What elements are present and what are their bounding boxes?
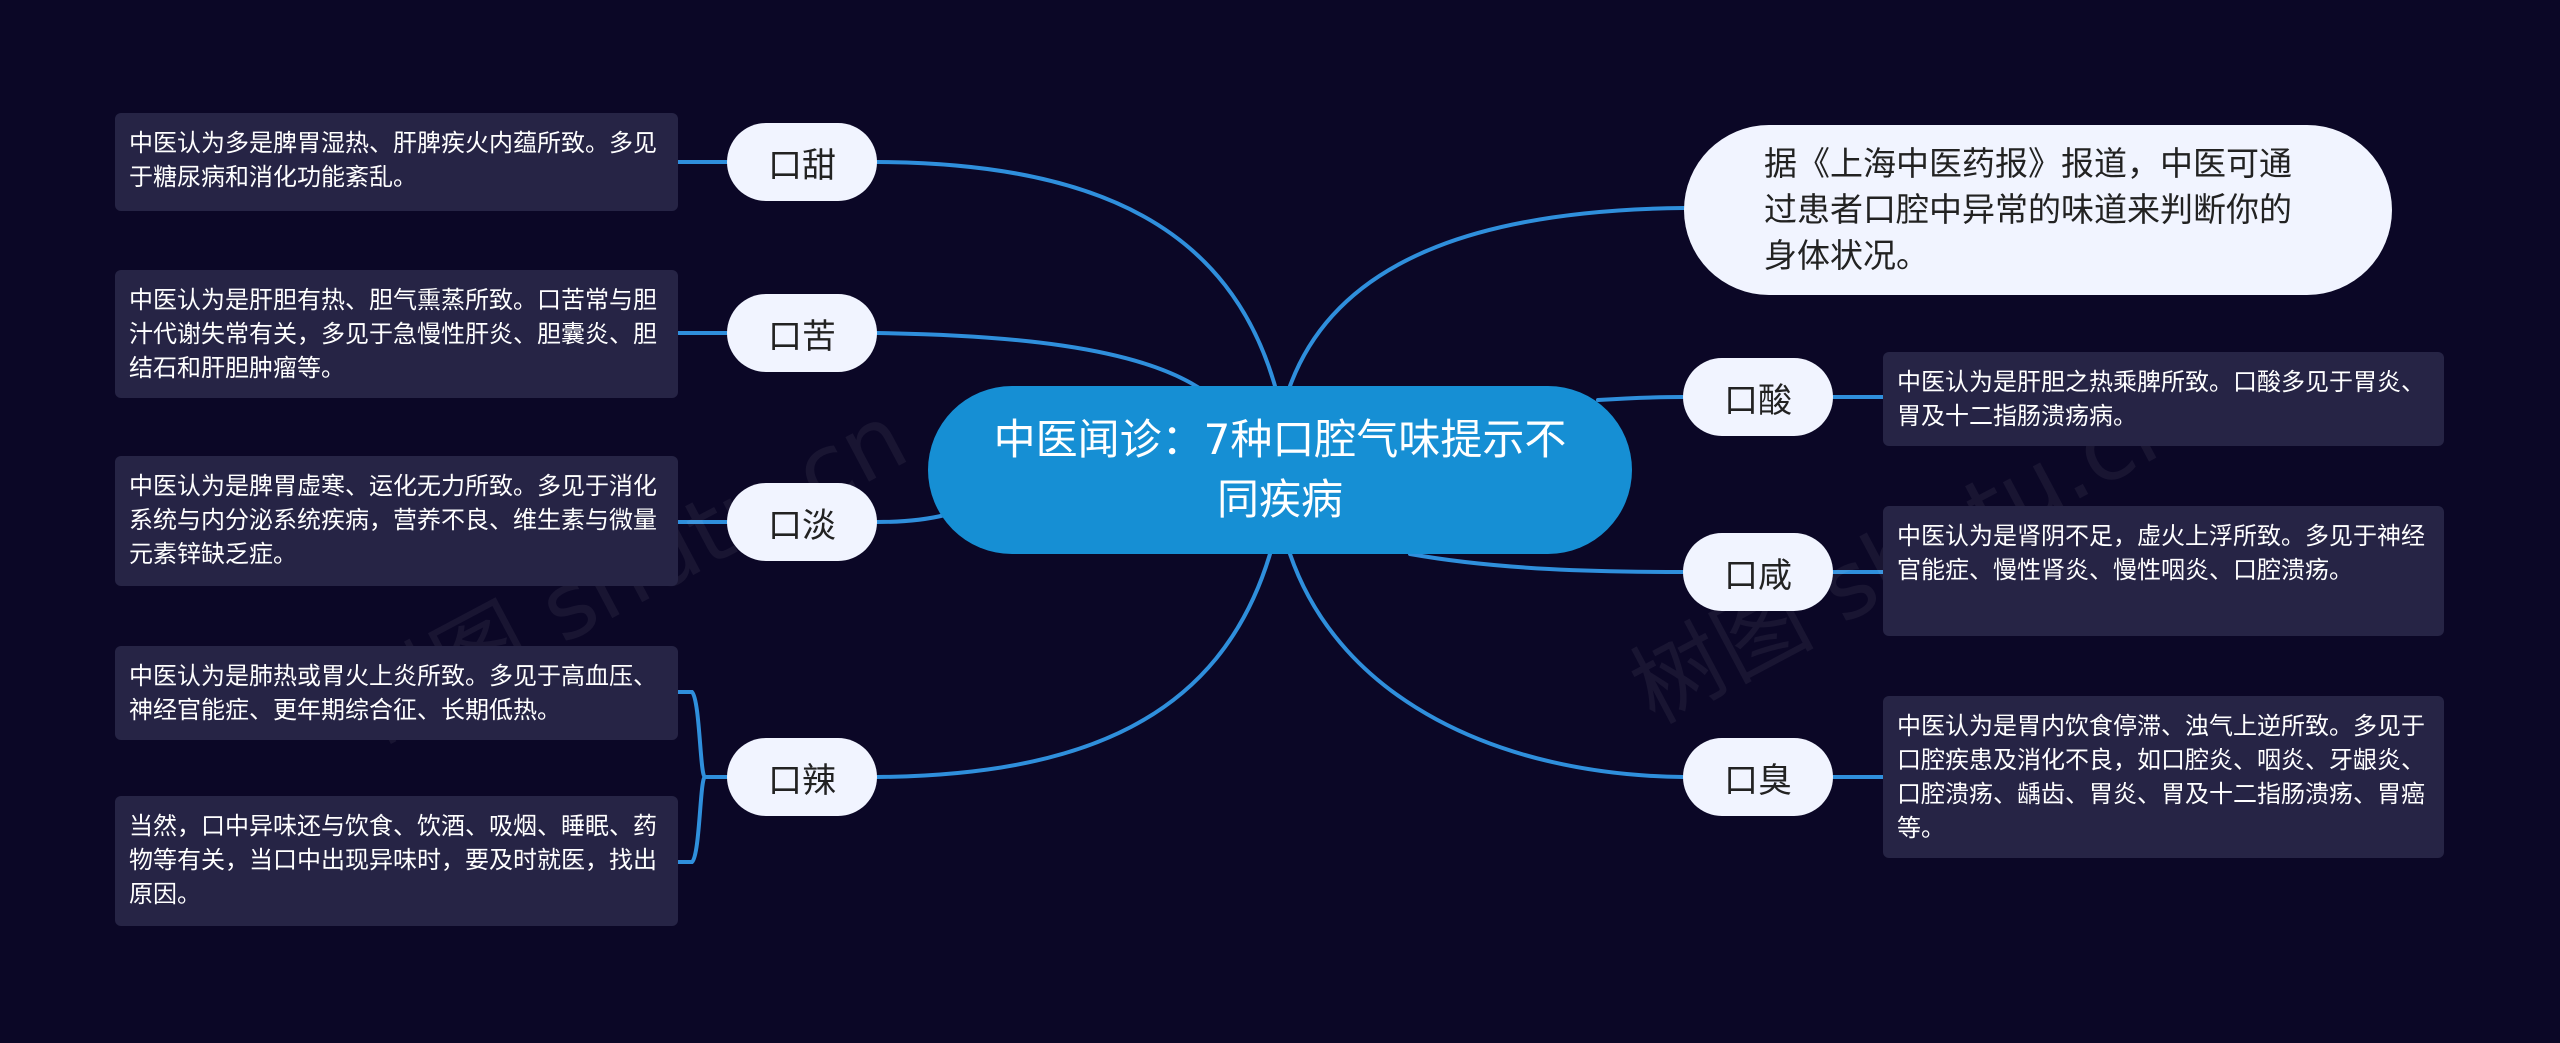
- leaf-kou-dan-note: 中医认为是脾胃虚寒、运化无力所致。多见于消化系统与内分泌系统疾病，营养不良、维生…: [115, 456, 678, 586]
- branch-kou-la[interactable]: 口辣: [727, 738, 877, 816]
- connector-kou-la-bracket: [676, 690, 729, 864]
- leaf-kou-la-note-1: 中医认为是肺热或胃火上炎所致。多见于高血压、神经官能症、更年期综合征、长期低热。: [115, 646, 678, 740]
- branch-kou-ku[interactable]: 口苦: [727, 294, 877, 372]
- branch-kou-dan[interactable]: 口淡: [727, 483, 877, 561]
- connector-center-to-kou-la: [875, 552, 1272, 779]
- leaf-kou-chou-note: 中医认为是胃内饮食停滞、浊气上逆所致。多见于口腔疾患及消化不良，如口腔炎、咽炎、…: [1883, 696, 2444, 858]
- branch-kou-xian[interactable]: 口咸: [1683, 533, 1833, 611]
- leaf-kou-suan-note: 中医认为是肝胆之热乘脾所致。口酸多见于胃炎、胃及十二指肠溃疡病。: [1883, 352, 2444, 446]
- connector-center-to-kou-suan: [1596, 395, 1685, 402]
- intro-note[interactable]: 据《上海中医药报》报道，中医可通过患者口腔中异常的味道来判断你的身体状况。: [1684, 125, 2392, 295]
- leaf-kou-la-note-2: 当然，口中异味还与饮食、饮酒、吸烟、睡眠、药物等有关，当口中出现异味时，要及时就…: [115, 796, 678, 926]
- connector-center-to-intro: [1288, 206, 1686, 388]
- branch-kou-suan[interactable]: 口酸: [1683, 358, 1833, 436]
- leaf-kou-ku-note: 中医认为是肝胆有热、胆气熏蒸所致。口苦常与胆汁代谢失常有关，多见于急慢性肝炎、胆…: [115, 270, 678, 398]
- connector-center-to-kou-chou: [1288, 552, 1685, 779]
- branch-kou-tian[interactable]: 口甜: [727, 123, 877, 201]
- connector-center-to-kou-tian: [875, 160, 1277, 388]
- center-topic[interactable]: 中医闻诊：7种口腔气味提示不同疾病: [928, 386, 1632, 554]
- connector-center-to-kou-ku: [875, 331, 1207, 394]
- connector-center-to-kou-dan: [875, 513, 947, 524]
- connector-center-to-kou-xian: [1408, 552, 1685, 574]
- branch-kou-chou[interactable]: 口臭: [1683, 738, 1833, 816]
- leaf-kou-xian-note: 中医认为是肾阴不足，虚火上浮所致。多见于神经官能症、慢性肾炎、慢性咽炎、口腔溃疡…: [1883, 506, 2444, 636]
- leaf-kou-tian-note: 中医认为多是脾胃湿热、肝脾疾火内蕴所致。多见于糖尿病和消化功能紊乱。: [115, 113, 678, 211]
